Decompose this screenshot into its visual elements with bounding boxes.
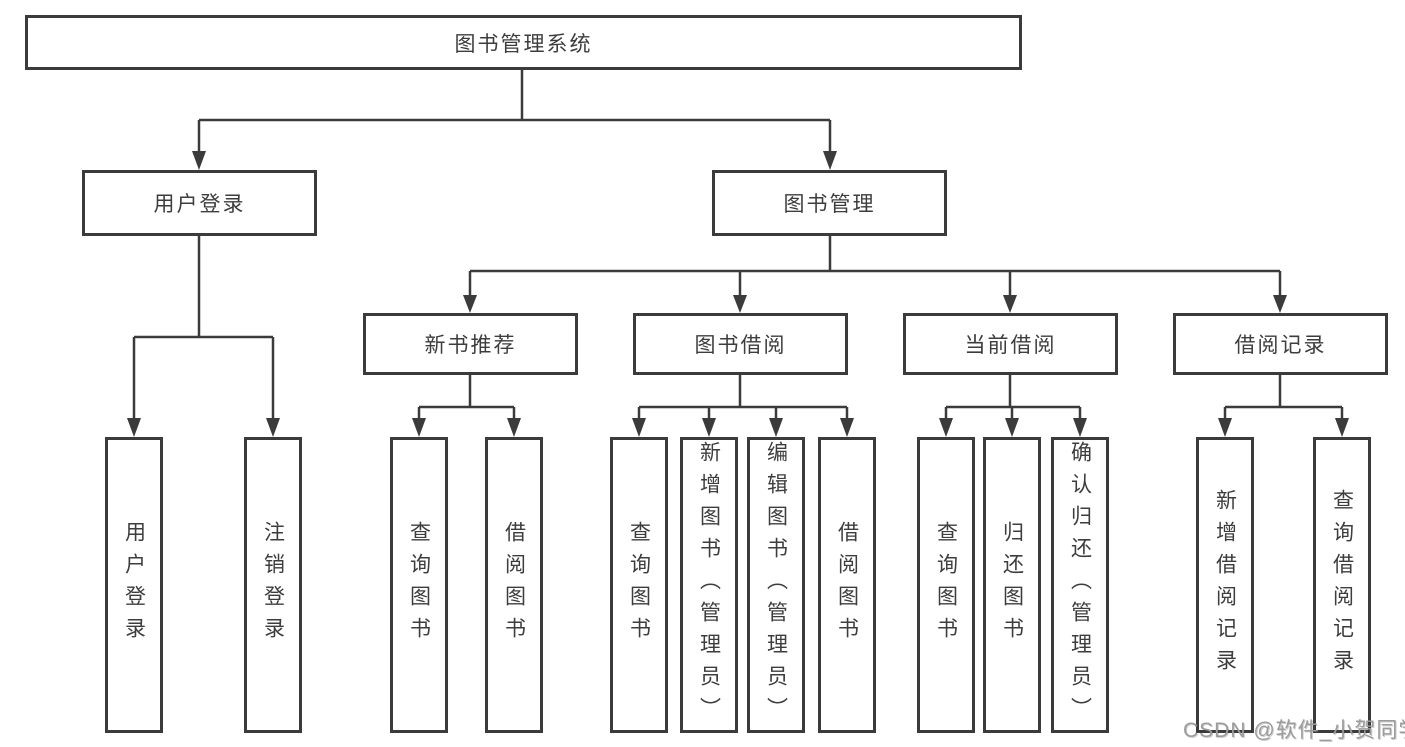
node-label: 查询图书 <box>627 521 651 649</box>
node-label: 查询图书 <box>407 521 431 649</box>
arrowheads <box>127 151 1349 437</box>
leaf-return-books: 归还图书 <box>983 437 1041 733</box>
node-label: 借阅记录 <box>1234 334 1327 357</box>
leaf-edit-books-admin: 编辑图书（管理员） <box>747 437 805 733</box>
connector-user-login <box>132 236 275 421</box>
leaf-query-books-current: 查询图书 <box>917 437 975 733</box>
connector-records <box>1223 375 1344 421</box>
node-label: 确认归还（管理员） <box>1068 441 1092 729</box>
node-label: 用户登录 <box>153 193 246 216</box>
node-system-root: 图书管理系统 <box>25 15 1022 70</box>
leaf-query-borrow-record: 查询借阅记录 <box>1313 437 1371 733</box>
node-label: 借阅图书 <box>502 521 526 649</box>
node-label: 编辑图书（管理员） <box>764 441 788 729</box>
node-label: 新书推荐 <box>424 334 517 357</box>
leaf-confirm-return-admin: 确认归还（管理员） <box>1051 437 1109 733</box>
node-label: 归还图书 <box>1000 521 1024 649</box>
connector-recommend <box>417 375 516 421</box>
node-current-borrow: 当前借阅 <box>903 313 1118 375</box>
node-label: 图书借阅 <box>694 334 787 357</box>
leaf-add-borrow-record: 新增借阅记录 <box>1196 437 1254 733</box>
node-book-management-branch: 图书管理 <box>712 170 947 236</box>
node-label: 借阅图书 <box>835 521 859 649</box>
node-label: 图书管理系统 <box>454 32 593 56</box>
node-new-book-recommend: 新书推荐 <box>363 313 578 375</box>
node-label: 图书管理 <box>783 193 876 216</box>
node-label: 当前借阅 <box>964 334 1057 357</box>
node-borrow-records: 借阅记录 <box>1173 313 1388 375</box>
leaf-logout: 注销登录 <box>244 437 302 733</box>
connector-root <box>197 70 832 154</box>
leaf-query-books-borrow: 查询图书 <box>610 437 668 733</box>
node-label: 注销登录 <box>261 521 285 649</box>
node-label: 用户登录 <box>122 521 146 649</box>
node-label: 新增借阅记录 <box>1213 489 1237 681</box>
node-label: 查询借阅记录 <box>1330 489 1354 681</box>
node-label: 新增图书（管理员） <box>697 441 721 729</box>
node-label: 查询图书 <box>934 521 958 649</box>
csdn-watermark: CSDN @软件_小贺同学 <box>1183 719 1405 742</box>
leaf-borrow-books: 借阅图书 <box>818 437 876 733</box>
node-user-login-branch: 用户登录 <box>82 170 317 236</box>
node-book-borrow: 图书借阅 <box>633 313 848 375</box>
leaf-query-books-recommend: 查询图书 <box>390 437 448 733</box>
connector-book-management <box>468 236 1282 298</box>
leaf-borrow-books-recommend: 借阅图书 <box>485 437 543 733</box>
leaf-add-books-admin: 新增图书（管理员） <box>680 437 738 733</box>
connector-borrow <box>637 375 849 421</box>
connector-current <box>944 375 1082 421</box>
leaf-user-login: 用户登录 <box>105 437 163 733</box>
